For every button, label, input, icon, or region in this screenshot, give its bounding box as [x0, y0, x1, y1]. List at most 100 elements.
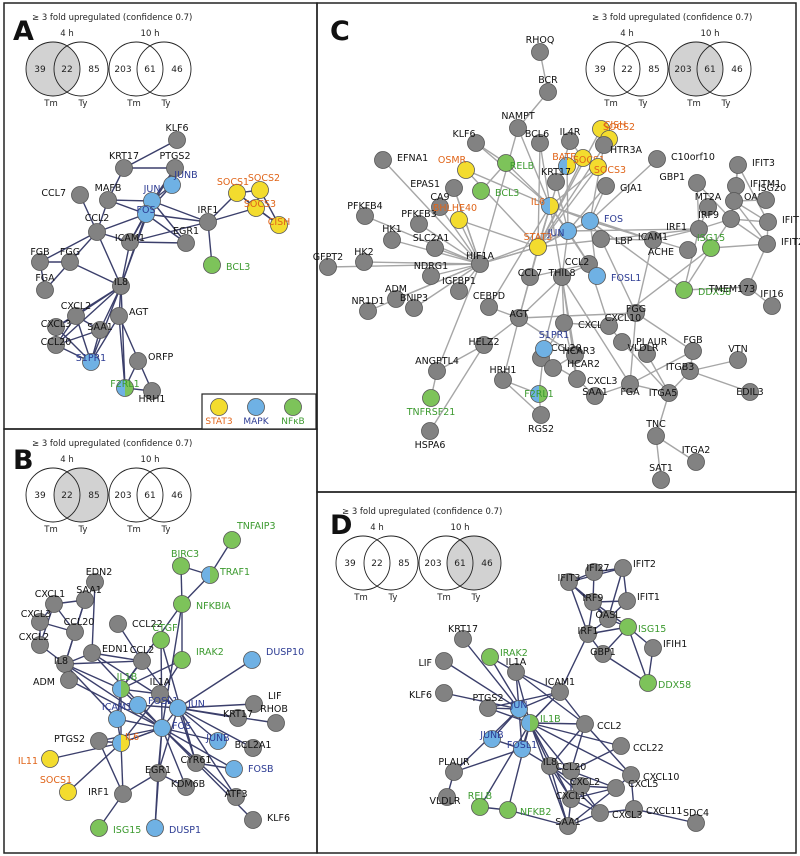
node-egr1[interactable]: EGR1	[173, 226, 199, 252]
node-orfp[interactable]: ORFP	[129, 352, 174, 370]
node-fosl1[interactable]: FOSL1	[129, 696, 179, 714]
node-irf9[interactable]: IRF9	[698, 210, 740, 228]
node-klf6[interactable]: KLF6	[409, 684, 453, 702]
node-fosl1[interactable]: FOSL1	[507, 740, 537, 758]
node-socs2[interactable]: SOCS2	[248, 173, 280, 199]
node-edn1[interactable]: EDN1	[83, 644, 129, 662]
node-cyr61[interactable]: CYR61	[181, 754, 212, 772]
node-tnc[interactable]: TNC	[645, 419, 666, 445]
node-jun[interactable]: JUN	[169, 699, 205, 717]
node-cxcl5[interactable]: CXCL5	[607, 779, 659, 797]
node-tnfaip3[interactable]: TNFAIP3	[223, 521, 276, 549]
node-hif1a[interactable]: HIF1A	[466, 251, 494, 273]
node-il1a[interactable]: IL1A	[506, 657, 527, 681]
node-il6[interactable]: IL6	[112, 732, 140, 752]
node-cxcl2[interactable]: CXCL2	[19, 632, 49, 654]
node-hrh1[interactable]: HRH1	[139, 382, 166, 406]
node-ccl20[interactable]: CCL20	[64, 617, 95, 641]
node-irak2[interactable]: IRAK2	[173, 647, 224, 669]
node-agt[interactable]: AGT	[110, 307, 149, 325]
node-bcl6[interactable]: BCL6	[525, 129, 549, 152]
node-cxcl11[interactable]: CXCL11	[625, 800, 683, 818]
node-sat1[interactable]: SAT1	[649, 463, 673, 489]
node-vldlr[interactable]: VLDLR	[429, 788, 461, 808]
node-c10orf10[interactable]: C10orf10	[648, 150, 715, 168]
node-socs3[interactable]: SOCS3	[244, 199, 276, 217]
node-htr3a[interactable]: HTR3A	[595, 136, 643, 157]
node-ache[interactable]: ACHE	[648, 241, 697, 259]
node-adm[interactable]: ADM	[33, 671, 78, 689]
node-ctgf[interactable]: CTGF	[152, 623, 178, 649]
node-lbp[interactable]: LBP	[592, 230, 633, 248]
node-ccl2[interactable]: CCL2	[130, 645, 155, 670]
node-itga5[interactable]: ITGA5	[649, 384, 678, 402]
node-efna1[interactable]: EFNA1	[374, 151, 429, 169]
node-lif[interactable]: LIF	[418, 652, 453, 670]
node-ccl7[interactable]: CCL7	[518, 268, 543, 286]
node-oasl[interactable]: OASL	[725, 192, 770, 210]
node-ptgs2[interactable]: PTGS2	[473, 693, 504, 717]
node-ccl2[interactable]: CCL2	[85, 213, 110, 241]
node-gbp1[interactable]: GBP1	[659, 172, 706, 192]
node-saa1[interactable]: SAA1	[87, 321, 113, 339]
node-relb[interactable]: RELB	[497, 154, 535, 173]
node-vtn[interactable]: VTN	[728, 344, 748, 369]
node-cxcl10[interactable]: CXCL10	[600, 313, 642, 335]
node-il1b[interactable]: IL1B	[112, 672, 138, 698]
node-osmr[interactable]: OSMR	[438, 155, 475, 179]
node-il1a[interactable]: IL1A	[150, 677, 171, 703]
node-fgb[interactable]: FGB	[30, 247, 50, 271]
node-s1pr1[interactable]: S1PR1	[535, 330, 570, 358]
node-junb[interactable]: JUNB	[163, 170, 198, 194]
node-saa1[interactable]: SAA1	[555, 817, 581, 835]
node-irak2[interactable]: IRAK2	[481, 648, 528, 666]
node-fos[interactable]: FOS	[153, 719, 191, 737]
node-nfkbia[interactable]: NFKBIA	[173, 595, 232, 613]
node-irf1[interactable]: IRF1	[578, 625, 599, 643]
node-ptgs2[interactable]: PTGS2	[54, 732, 108, 750]
node-cish[interactable]: CISH	[268, 216, 291, 234]
node-il8[interactable]: IL8	[112, 277, 130, 295]
node-bcl3[interactable]: BCL3	[472, 182, 520, 200]
node-fos[interactable]: FOS	[137, 205, 156, 223]
node-ifit3[interactable]: IFIT3	[558, 573, 581, 591]
node-irf1[interactable]: IRF1	[88, 785, 132, 803]
node-dusp1[interactable]: DUSP1	[146, 819, 202, 837]
node-fosl1[interactable]: FOSL1	[588, 267, 642, 285]
node-agt[interactable]: AGT	[509, 309, 529, 327]
node-pfkfb3[interactable]: PFKFB3	[401, 209, 437, 233]
node-cxcl3[interactable]: CXCL3	[591, 804, 643, 822]
node-saa1[interactable]: SAA1	[582, 387, 608, 405]
node-egr1[interactable]: EGR1	[145, 764, 171, 782]
node-il1b[interactable]: IL1B	[521, 714, 561, 732]
node-slc2a1[interactable]: SLC2A1	[413, 233, 450, 257]
node-itgb3[interactable]: ITGB3	[666, 362, 699, 380]
node-f2rl1[interactable]: F2RL1	[110, 379, 140, 397]
node-fga[interactable]: FGA	[35, 273, 55, 299]
node-bcr[interactable]: BCR	[538, 75, 558, 101]
node-krt17[interactable]: KRT17	[109, 151, 139, 177]
node-cxcl1[interactable]: CXCL1	[556, 790, 586, 808]
node-epas1[interactable]: EPAS1	[410, 179, 463, 197]
node-cxcl10[interactable]: CXCL10	[622, 766, 680, 784]
node-hk2[interactable]: HK2	[354, 247, 374, 271]
node-il6[interactable]: IL6	[531, 197, 559, 215]
node-nfkb2[interactable]: NFKB2	[499, 801, 552, 819]
node-socs3[interactable]: SOCS3	[589, 158, 627, 177]
node-gja1[interactable]: GJA1	[597, 177, 643, 195]
node-cxcl3[interactable]: CXCL3	[568, 370, 618, 388]
node-ifi16[interactable]: IFI16	[760, 289, 784, 315]
node-klf6[interactable]: KLF6	[165, 123, 189, 149]
node-rgs2[interactable]: RGS2	[528, 406, 554, 436]
node-ifit3[interactable]: IFIT3	[729, 156, 775, 174]
node-rhob[interactable]: RHOB	[260, 704, 288, 732]
node-ccl7[interactable]: CCL7	[41, 186, 89, 204]
node-mafb[interactable]: MAFB	[95, 183, 122, 209]
node-bnip3[interactable]: BNIP3	[400, 293, 428, 317]
node-cxcl2[interactable]: CXCL2	[555, 314, 609, 332]
node-vldlr[interactable]: VLDLR	[627, 343, 659, 363]
node-sdc4[interactable]: SDC4	[683, 808, 709, 832]
node-gfpt2[interactable]: GFPT2	[313, 252, 343, 276]
node-kdm6b[interactable]: KDM6B	[171, 778, 205, 796]
node-ccl20[interactable]: CCL20	[41, 336, 72, 354]
